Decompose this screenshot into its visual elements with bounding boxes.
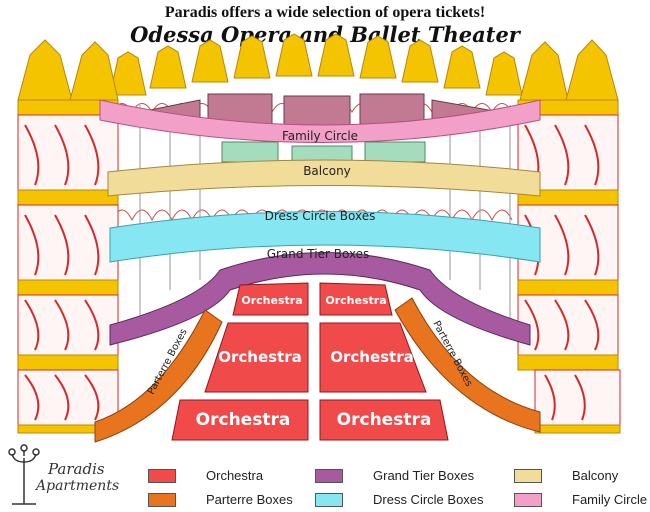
legend-label: Orchestra <box>206 468 264 483</box>
orchestra-section[interactable] <box>171 282 449 441</box>
orchestra-labels: Orchestra Orchestra Orchestra Orchestra … <box>196 294 432 430</box>
family-circle-label: Family Circle <box>282 129 358 143</box>
logo-text-paradis: Paradis <box>48 460 105 478</box>
header-line-1: Paradis offers a wide selection of opera… <box>164 4 486 21</box>
orchestra-block-5 <box>171 399 309 441</box>
orchestra-block-3 <box>204 322 309 393</box>
legend-swatch-grand-tier <box>315 468 343 483</box>
grand-tier-section[interactable]: Grand Tier Boxes <box>109 247 531 346</box>
legend-swatch-parterre <box>148 492 176 507</box>
orchestra-label-1: Orchestra <box>241 294 302 307</box>
family-circle-section[interactable]: Family Circle <box>99 99 541 143</box>
balcony-section[interactable]: Balcony <box>107 159 541 197</box>
legend-label: Family Circle <box>572 492 648 507</box>
legend-item-balcony: Balcony <box>514 468 618 483</box>
wall-pillars <box>139 105 511 320</box>
legend-label: Balcony <box>572 468 619 483</box>
dress-circle-label: Dress Circle Boxes <box>265 209 376 223</box>
dress-circle-section[interactable]: Dress Circle Boxes <box>109 209 541 263</box>
legend-swatch-family-circle <box>514 492 542 507</box>
balcony-boxes <box>221 141 426 163</box>
legend-label: Grand Tier Boxes <box>373 468 475 483</box>
orchestra-label-3: Orchestra <box>218 348 302 366</box>
legend: Orchestra Parterre Boxes Grand Tier Boxe… <box>0 458 650 510</box>
orchestra-block-6 <box>319 399 449 441</box>
crown-decoration <box>109 33 523 96</box>
legend-label: Dress Circle Boxes <box>373 492 484 507</box>
legend-item-dress-circle: Dress Circle Boxes <box>315 492 484 507</box>
legend-item-family-circle: Family Circle <box>514 492 647 507</box>
legend-item-grand-tier: Grand Tier Boxes <box>315 468 474 483</box>
legend-swatch-dress-circle <box>315 492 343 507</box>
orchestra-label-2: Orchestra <box>325 294 386 307</box>
orchestra-block-2 <box>319 282 393 316</box>
orchestra-block-4 <box>319 322 427 393</box>
logo-text-apartments: Apartments <box>36 478 120 494</box>
upper-boxes <box>139 93 501 127</box>
legend-item-parterre: Parterre Boxes <box>148 492 293 507</box>
paradis-logo: Paradis Apartments <box>4 444 119 508</box>
legend-label: Parterre Boxes <box>206 492 293 507</box>
right-column <box>517 39 621 434</box>
left-column <box>17 39 119 434</box>
grand-tier-label: Grand Tier Boxes <box>267 247 370 261</box>
balcony-label: Balcony <box>303 164 351 178</box>
legend-item-orchestra: Orchestra <box>148 468 263 483</box>
orchestra-block-1 <box>232 282 309 316</box>
seating-plan: Family Circle Balcony Dress Circle Boxes… <box>17 33 621 443</box>
orchestra-label-6: Orchestra <box>337 410 432 430</box>
lamp-post-icon <box>8 444 40 505</box>
legend-swatch-orchestra <box>148 468 176 483</box>
orchestra-label-4: Orchestra <box>330 348 414 366</box>
legend-swatch-balcony <box>514 468 542 483</box>
orchestra-label-5: Orchestra <box>196 410 291 430</box>
